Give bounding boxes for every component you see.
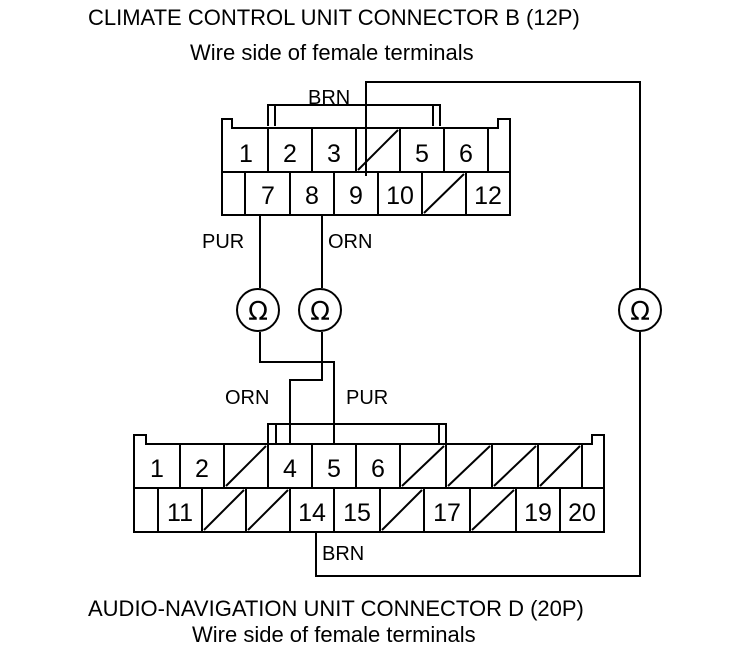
- connector-d-unused-cavity: [401, 445, 445, 487]
- connector-d-pin: 11: [167, 499, 193, 527]
- ohm-meter-icon: [618, 288, 662, 332]
- connector-d-lock-tab: [267, 423, 447, 445]
- connector-b-body: [221, 118, 511, 216]
- connector-d-pin: 20: [568, 499, 596, 527]
- wire-pur-lower: [259, 332, 335, 444]
- connector-b-title: CLIMATE CONTROL UNIT CONNECTOR B (12P): [88, 5, 580, 30]
- connector-d-unused-cavity: [447, 445, 491, 487]
- connector-d-pin: 1: [150, 455, 164, 483]
- wire-label-brn-bottom: BRN: [322, 543, 364, 565]
- connector-d-pin: 15: [343, 499, 371, 527]
- connector-b-unused-cavity: [423, 173, 465, 214]
- connector-b-pin: 2: [283, 140, 297, 168]
- connector-b-pin: 8: [305, 182, 319, 210]
- wire-brn-lower: [315, 332, 641, 577]
- ohm-meter-icon: [236, 288, 280, 332]
- connector-b-pin: 6: [459, 140, 473, 168]
- connector-b: 1 2 3 5 6 7 8 9 10 12: [221, 104, 511, 216]
- connector-d-unused-cavity: [225, 445, 267, 487]
- ohm-symbol: Ω: [630, 297, 650, 327]
- connector-d-pin: 2: [195, 455, 209, 483]
- connector-d-unused-cavity: [247, 489, 289, 531]
- connector-b-pin: 12: [474, 182, 502, 210]
- connector-b-pin: 1: [239, 140, 253, 168]
- connector-b-pin: 9: [349, 182, 363, 210]
- wire-label-brn-top: BRN: [308, 87, 350, 109]
- connector-d-pin: 17: [433, 499, 461, 527]
- connector-d-unused-cavity: [539, 445, 581, 487]
- connector-d-body: [133, 434, 605, 533]
- connector-b-pin: 7: [261, 182, 275, 210]
- ohmmeter-middle: Ω: [298, 288, 342, 332]
- wire-label-orn-top: ORN: [328, 231, 372, 253]
- ohmmeter-right: Ω: [618, 288, 662, 332]
- connector-d-unused-cavity: [493, 445, 537, 487]
- connector-d-title: AUDIO-NAVIGATION UNIT CONNECTOR D (20P): [88, 596, 584, 621]
- connector-d-pin: 5: [327, 455, 341, 483]
- wire-label-pur-top: PUR: [202, 231, 244, 253]
- wire-label-orn-bottom: ORN: [225, 387, 269, 409]
- connector-b-lock-tab: [267, 104, 441, 126]
- connector-d-pin: 19: [524, 499, 552, 527]
- wire-orn-lower: [289, 332, 323, 444]
- ohm-symbol: Ω: [248, 297, 268, 327]
- connector-d-unused-cavity: [381, 489, 423, 531]
- wire-brn-upper: [365, 81, 641, 288]
- ohm-symbol: Ω: [310, 297, 330, 327]
- connector-b-unused-cavity: [357, 129, 399, 171]
- connector-b-pin: 5: [415, 140, 429, 168]
- ohm-meter-icon: [298, 288, 342, 332]
- wire-label-pur-bottom: PUR: [346, 387, 388, 409]
- connector-d-pin: 14: [298, 499, 326, 527]
- connector-d-subtitle: Wire side of female terminals: [192, 622, 476, 647]
- connector-d-pin: 4: [283, 455, 297, 483]
- connector-d-unused-cavity: [471, 489, 515, 531]
- connector-d-pin: 6: [371, 455, 385, 483]
- connector-b-pin: 3: [327, 140, 341, 168]
- connector-d-unused-cavity: [203, 489, 245, 531]
- connector-d: 1 2 4 5 6 11 14 15 17 19 20: [133, 423, 605, 533]
- connector-b-subtitle: Wire side of female terminals: [190, 40, 474, 65]
- connector-b-pin: 10: [386, 182, 414, 210]
- ohmmeter-left: Ω: [236, 288, 280, 332]
